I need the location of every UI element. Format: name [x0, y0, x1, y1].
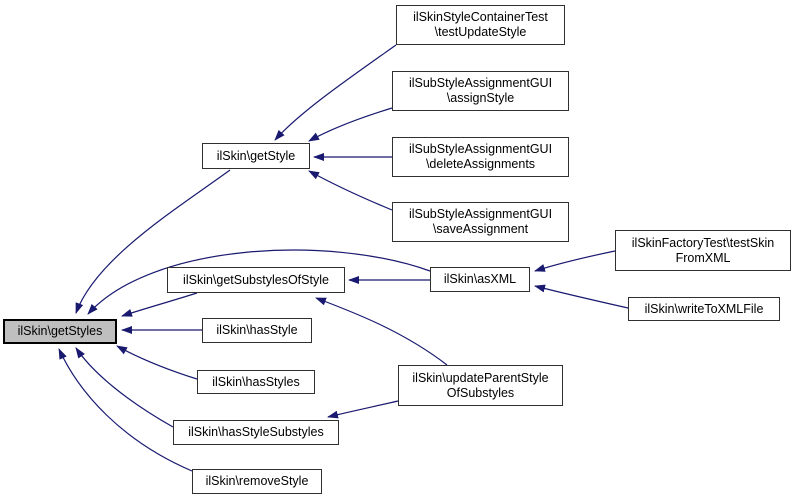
node-label: \saveAssignment — [432, 222, 529, 236]
edge-has-styles-to-get-styles — [116, 345, 198, 380]
node-assign-style[interactable]: ilSubStyleAssignmentGUI\assignStyle — [392, 71, 569, 111]
node-label: ilSkin\writeToXMLFile — [644, 301, 764, 316]
node-label: \testUpdateStyle — [434, 25, 527, 39]
node-has-style[interactable]: ilSkin\hasStyle — [202, 318, 312, 343]
node-label: ilSkin\removeStyle — [205, 474, 309, 488]
node-label: FromXML — [675, 250, 731, 265]
edge-test-skin-from-xml-to-as-xml — [534, 250, 616, 272]
node-save-assignment[interactable]: ilSubStyleAssignmentGUI\saveAssignment — [392, 202, 569, 242]
edge-remove-style-to-get-styles — [58, 348, 193, 472]
node-label: OfSubstyles — [446, 385, 515, 400]
node-has-styles[interactable]: ilSkin\hasStyles — [197, 370, 315, 394]
edge-get-style-to-get-styles — [75, 169, 231, 314]
node-label: ilSubStyleAssignmentGUI — [408, 207, 553, 221]
node-label: ilSkin\getSubstylesOfStyle — [183, 272, 329, 287]
node-label: ilSubStyleAssignmentGUI — [408, 76, 553, 90]
node-remove-style[interactable]: ilSkin\removeStyle — [192, 469, 322, 494]
node-label: ilSubStyleAssignmentGUI — [408, 142, 553, 156]
node-write-to-xml-file[interactable]: ilSkin\writeToXMLFile — [628, 297, 780, 321]
edge-update-parent-style-of-substyles-to-get-substyles-of-style — [315, 297, 448, 366]
node-label: \deleteAssignments — [425, 157, 536, 171]
node-test-update-style[interactable]: ilSkinStyleContainerTest\testUpdateStyle — [396, 5, 565, 45]
edge-as-xml-to-get-styles — [87, 249, 431, 315]
edge-assign-style-to-get-style — [308, 107, 393, 142]
edge-save-assignment-to-get-style — [308, 170, 393, 211]
node-label: ilSkin\asXML — [443, 272, 517, 286]
node-label: ilSkin\getStyle — [216, 148, 296, 163]
node-as-xml[interactable]: ilSkin\asXML — [430, 267, 530, 292]
node-has-style-substyles[interactable]: ilSkin\hasStyleSubstyles — [173, 420, 339, 445]
node-delete-assignments[interactable]: ilSubStyleAssignmentGUI\deleteAssignment… — [392, 137, 569, 177]
node-label: ilSkinFactoryTest\testSkin — [631, 235, 775, 250]
edge-test-update-style-to-get-style — [274, 44, 397, 141]
node-get-substyles-of-style[interactable]: ilSkin\getSubstylesOfStyle — [167, 267, 345, 293]
node-label: ilSkin\getStyles — [17, 324, 103, 338]
node-label: ilSkin\updateParentStyle — [412, 370, 549, 385]
node-label: ilSkin\hasStyle — [216, 323, 298, 337]
edge-update-parent-style-of-substyles-to-has-style-substyles — [327, 400, 399, 419]
edge-write-to-xml-file-to-as-xml — [534, 284, 629, 309]
node-label: \assignStyle — [446, 91, 515, 105]
node-get-styles: ilSkin\getStyles — [3, 319, 117, 344]
edge-get-substyles-of-style-to-get-styles — [121, 292, 198, 317]
edge-has-style-substyles-to-get-styles — [75, 347, 174, 428]
node-label: ilSkinStyleContainerTest — [413, 10, 548, 24]
node-label: ilSkin\hasStyles — [212, 374, 300, 389]
node-get-style[interactable]: ilSkin\getStyle — [202, 143, 310, 169]
node-label: ilSkin\hasStyleSubstyles — [188, 425, 324, 439]
